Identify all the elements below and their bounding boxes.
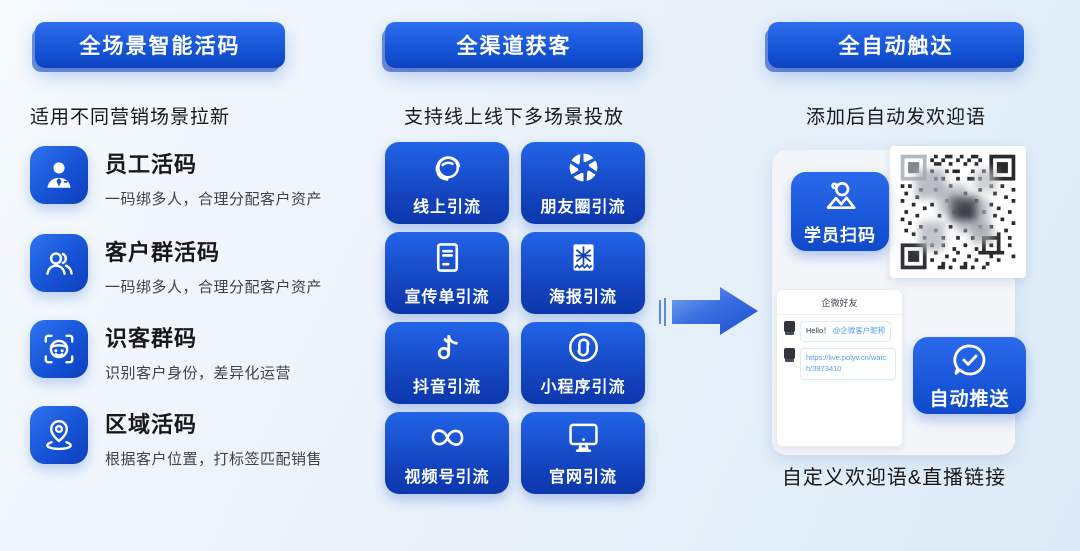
tile-label: 宣传单引流 [404, 289, 490, 306]
feature-desc: 一码绑多人，合理分配客户资产 [105, 191, 323, 208]
student-scan-button: 学员扫码 [791, 172, 889, 251]
tile-online: 线上引流 [385, 142, 509, 224]
tile-label: 抖音引流 [412, 379, 481, 396]
face-scan-icon [30, 320, 88, 378]
feature-customer-group-code: 客户群活码 一码绑多人，合理分配客户资产 [30, 234, 322, 297]
tile-channels: 视频号引流 [385, 412, 509, 494]
auto-reach-subtitle: 添加后自动发欢迎语 [805, 107, 986, 128]
tile-moments: 朋友圈引流 [521, 142, 645, 224]
feature-desc: 根据客户位置，打标签匹配销售 [105, 451, 323, 468]
chat-message-welcome: Hello！ @企微客户昵称 [777, 315, 902, 342]
header-smart-code-label: 全场景智能活码 [79, 35, 241, 58]
auto-reach-caption: 自定义欢迎语&直播链接 [781, 467, 1007, 489]
auto-push-button: 自动推送 [913, 337, 1026, 414]
header-auto-reach-label: 全自动触达 [838, 35, 954, 58]
tile-douyin: 抖音引流 [385, 322, 509, 404]
tile-poster: 海报引流 [521, 232, 645, 314]
moments-aperture-icon [565, 142, 602, 193]
feature-title: 客户群活码 [105, 240, 221, 265]
channel-tile-grid: 线上引流 朋友圈引流 宣传单引流 海报引流 抖音引流 [385, 142, 645, 494]
employee-badge-icon [30, 146, 88, 204]
feature-desc: 一码绑多人，合理分配客户资产 [105, 279, 323, 296]
mention-text: @企微客户昵称 [832, 326, 886, 335]
miniprogram-icon [565, 322, 602, 373]
flow-arrow-icon [652, 280, 764, 347]
header-acquisition-label: 全渠道获客 [456, 35, 572, 58]
chat-title: 企微好友 [777, 290, 902, 315]
feature-title: 识客群码 [105, 326, 198, 351]
tile-label: 官网引流 [548, 469, 617, 486]
chat-preview-window: 企微好友 Hello！ @企微客户昵称 https://live.polyv.c… [776, 289, 903, 447]
tile-label: 线上引流 [412, 199, 481, 216]
tile-label: 视频号引流 [404, 469, 490, 486]
tile-label: 小程序引流 [540, 379, 626, 396]
customer-group-icon [30, 234, 88, 292]
feature-desc: 识别客户身份，差异化运营 [105, 365, 292, 382]
tile-flyer: 宣传单引流 [385, 232, 509, 314]
monitor-icon [565, 412, 602, 463]
feature-region-code: 区域活码 根据客户位置，打标签匹配销售 [30, 406, 322, 469]
feature-title: 员工活码 [105, 152, 198, 177]
student-person-icon [826, 182, 856, 209]
header-smart-code: 全场景智能活码 [35, 22, 285, 68]
flyer-icon [429, 232, 466, 283]
header-auto-reach: 全自动触达 [768, 22, 1024, 68]
douyin-note-icon [429, 322, 466, 373]
tile-label: 海报引流 [548, 289, 617, 306]
tile-label: 朋友圈引流 [540, 199, 626, 216]
header-acquisition: 全渠道获客 [385, 22, 643, 68]
student-scan-label: 学员扫码 [804, 226, 876, 245]
feature-employee-code: 员工活码 一码绑多人，合理分配客户资产 [30, 146, 322, 209]
smart-code-subtitle: 适用不同营销场景拉新 [30, 107, 231, 128]
chat-message-link: https://live.polyv.cn/watch/3973410 [777, 342, 902, 380]
tile-miniprogram: 小程序引流 [521, 322, 645, 404]
location-pin-icon [30, 406, 88, 464]
qr-finder-top-right [989, 154, 1016, 181]
auto-push-label: 自动推送 [929, 389, 1010, 410]
acquisition-subtitle: 支持线上线下多场景投放 [403, 107, 624, 128]
feature-identify-group-code: 识客群码 识别客户身份，差异化运营 [30, 320, 291, 383]
qr-code-image [890, 146, 1026, 278]
poster-icon [565, 232, 602, 283]
chat-avatar [784, 347, 795, 359]
video-channels-icon [429, 412, 466, 463]
live-link-text[interactable]: https://live.polyv.cn/watch/3973410 [806, 352, 887, 373]
tile-website: 官网引流 [521, 412, 645, 494]
chat-avatar [784, 321, 795, 332]
welcome-text: Hello！ [806, 326, 831, 335]
push-check-bubble-icon [952, 344, 985, 376]
headset-agent-icon [429, 142, 466, 193]
feature-title: 区域活码 [105, 412, 198, 437]
